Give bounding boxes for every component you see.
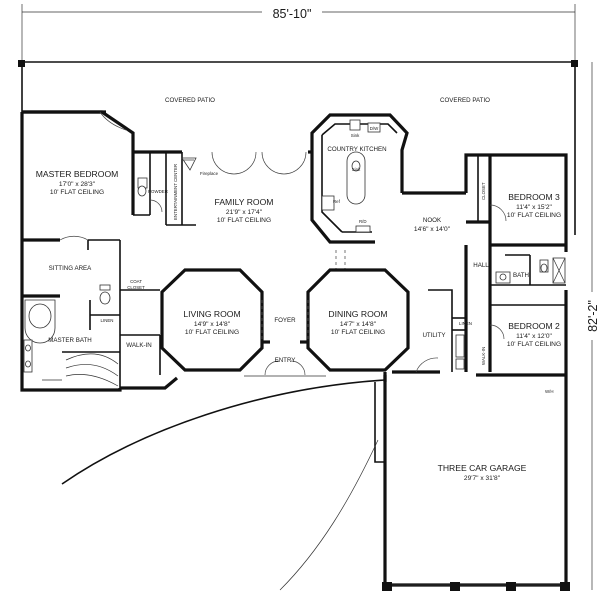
entry-label: ENTRY	[275, 357, 296, 364]
covered-patio-left-label: COVERED PATIO	[165, 97, 215, 104]
family-room-ceiling: 10' FLAT CEILING	[217, 217, 271, 224]
master-bedroom-ceiling: 10' FLAT CEILING	[50, 189, 104, 196]
depth-dimension-label: 82'-2"	[586, 300, 600, 332]
dining-room-name: DINING ROOM	[328, 309, 387, 319]
family-room-size: 21'9" x 17'4"	[226, 209, 263, 216]
foyer-label: FOYER	[274, 317, 296, 324]
garage-name: THREE CAR GARAGE	[438, 463, 527, 473]
fireplace-icon	[181, 157, 197, 171]
living-room-walls	[160, 268, 264, 372]
nook-name: NOOK	[423, 217, 442, 224]
width-dimension-label: 85'-10"	[273, 7, 312, 21]
width-dimension: 85'-10"	[21, 4, 576, 62]
master-bedroom-size: 17'0" x 28'3"	[59, 181, 96, 188]
living-room-ceiling: 10' FLAT CEILING	[185, 329, 239, 336]
bedroom-3-name: BEDROOM 3	[508, 192, 560, 202]
master-suite-walls	[22, 111, 161, 390]
driveway-curve	[61, 379, 386, 485]
hall-label: HALL	[473, 262, 489, 269]
kitchen-sink-label: Sink	[351, 133, 360, 138]
coat-closet-label-2: CLOSET	[127, 285, 145, 290]
covered-patio-right-label: COVERED PATIO	[440, 97, 490, 104]
covered-patio-outline	[18, 60, 578, 235]
bedroom-3-size: 11'4" x 15'2"	[516, 204, 552, 211]
bedroom-2-ceiling: 10' FLAT CEILING	[507, 341, 561, 348]
water-heater-label: W/H	[545, 389, 554, 394]
dining-room-size: 14'7" x 14'8"	[340, 321, 377, 328]
dining-room-ceiling: 10' FLAT CEILING	[331, 329, 385, 336]
dining-room-walls	[306, 268, 410, 372]
bedroom-3-ceiling: 10' FLAT CEILING	[507, 212, 561, 219]
bedroom-2-name: BEDROOM 2	[508, 321, 560, 331]
bath-label: BATH	[513, 272, 529, 279]
master-bedroom-name: MASTER BEDROOM	[36, 169, 119, 179]
powder-label: POWDER	[148, 189, 168, 194]
country-kitchen-label: COUNTRY KITCHEN	[327, 146, 386, 153]
sitting-area-label: SITTING AREA	[49, 265, 93, 272]
family-room-doors	[211, 151, 307, 175]
kitchen-walls	[310, 119, 398, 270]
family-room-name: FAMILY ROOM	[215, 197, 274, 207]
living-room-size: 14'9" x 14'8"	[194, 321, 231, 328]
island-sink-label: Sink	[352, 167, 361, 172]
rd-label: R/D	[359, 219, 367, 224]
entertainment-center-label: ENTERTAINMENT CENTER	[173, 164, 178, 220]
utility-linen-label: LINEN	[459, 321, 472, 326]
utility-walls	[415, 289, 466, 373]
master-bath-label: MASTER BATH	[48, 337, 92, 344]
garage-walls	[374, 382, 570, 591]
living-room-name: LIVING ROOM	[183, 309, 240, 319]
utility-label: UTILITY	[422, 332, 445, 339]
depth-dimension: 82'-2"	[586, 62, 600, 590]
walk-in-label: WALK-IN	[126, 342, 152, 349]
walk-in-2-label: WALK-IN	[481, 347, 486, 365]
coat-closet-label-1: COAT	[130, 279, 142, 284]
nook-size: 14'6" x 14'0"	[414, 226, 451, 233]
master-linen-label: LINEN	[101, 318, 114, 323]
driveway-edge	[279, 439, 379, 591]
garage-size: 29'7" x 31'8"	[464, 475, 501, 482]
fireplace-label: Fireplace	[200, 171, 219, 176]
powder-room-walls	[133, 152, 196, 226]
bedroom-3-walls	[464, 155, 566, 372]
closet-label: CLOSET	[481, 182, 486, 200]
ref-label: Ref	[333, 199, 341, 204]
dishwasher-label: D/W	[370, 126, 379, 131]
bedroom-2-size: 11'4" x 12'0"	[516, 333, 552, 340]
